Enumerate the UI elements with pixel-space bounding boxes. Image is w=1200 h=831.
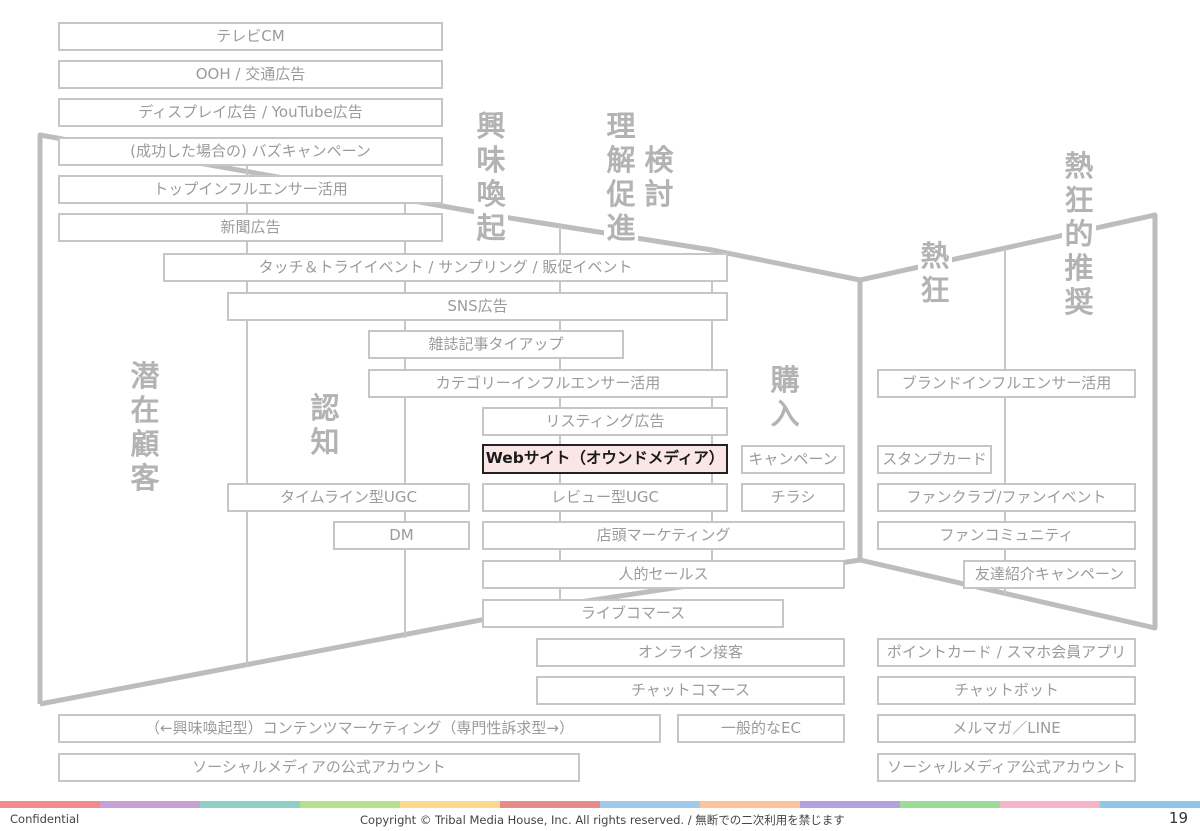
stage-char: 喚	[476, 177, 506, 211]
box-store-marketing: 店頭マーケティング	[482, 521, 845, 550]
strip-segment	[800, 801, 900, 808]
stage-char: 解	[606, 143, 636, 177]
box-general-ec: 一般的なEC	[677, 714, 845, 743]
footer-confidential: Confidential	[10, 812, 80, 826]
strip-segment	[900, 801, 1000, 808]
stage-char: 熱	[1064, 149, 1094, 183]
box-point-card-app: ポイントカード / スマホ会員アプリ	[877, 638, 1136, 667]
strip-segment	[0, 801, 100, 808]
stage-char: 推	[1064, 251, 1094, 285]
strip-segment	[700, 801, 800, 808]
footer-copyright: Copyright © Tribal Media House, Inc. All…	[360, 813, 845, 827]
stage-char: 購	[770, 363, 800, 397]
stage-char: 味	[476, 143, 506, 177]
box-buzz-campaign: (成功した場合の) バズキャンペーン	[58, 137, 443, 166]
stage-char: 狂	[920, 273, 950, 307]
box-fanclub-event: ファンクラブ/ファンイベント	[877, 483, 1136, 512]
box-referral-campaign: 友達紹介キャンペーン	[963, 560, 1136, 589]
box-chatbot: チャットボット	[877, 676, 1136, 705]
stage-char: 顧	[130, 427, 160, 461]
stage-label-consideration: 検 討	[642, 142, 676, 212]
stage-char: 検	[644, 143, 674, 177]
stage-label-interest: 興 味 喚 起	[474, 108, 508, 246]
box-stamp-card: スタンプカード	[877, 445, 992, 474]
box-magazine-tieup: 雑誌記事タイアップ	[368, 330, 624, 359]
box-touch-try-event: タッチ＆トライイベント / サンプリング / 販促イベント	[163, 253, 728, 282]
box-sns-ad: SNS広告	[227, 292, 728, 321]
box-category-influencer: カテゴリーインフルエンサー活用	[368, 369, 728, 398]
stage-label-latent: 潜 在 顧 客	[128, 358, 162, 496]
box-display-ad: ディスプレイ広告 / YouTube広告	[58, 98, 443, 127]
box-personal-sales: 人的セールス	[482, 560, 845, 589]
stage-label-advocacy: 熱 狂 的 推 奨	[1062, 148, 1096, 320]
footer-color-strip	[0, 801, 1200, 808]
stage-char: 進	[606, 211, 636, 245]
stage-char: 的	[1064, 217, 1094, 251]
stage-char: 討	[644, 177, 674, 211]
stage-char: 促	[606, 177, 636, 211]
strip-segment	[1100, 801, 1200, 808]
stage-label-understanding: 理 解 促 進	[604, 108, 638, 246]
stage-char: 狂	[1064, 183, 1094, 217]
box-social-official: ソーシャルメディアの公式アカウント	[58, 753, 580, 782]
stage-char: 客	[130, 461, 160, 495]
strip-segment	[400, 801, 500, 808]
strip-segment	[200, 801, 300, 808]
box-newspaper-ad: 新聞広告	[58, 213, 443, 242]
box-live-commerce: ライブコマース	[482, 599, 784, 628]
box-chat-commerce: チャットコマース	[536, 676, 845, 705]
box-campaign: キャンペーン	[741, 445, 845, 474]
stage-char: 入	[770, 397, 800, 431]
strip-segment	[1000, 801, 1100, 808]
stage-label-awareness: 認 知	[308, 390, 342, 460]
box-fan-community: ファンコミュニティ	[877, 521, 1136, 550]
box-ooh: OOH / 交通広告	[58, 60, 443, 89]
strip-segment	[100, 801, 200, 808]
box-website-owned-media: Webサイト（オウンドメディア）	[482, 444, 728, 474]
stage-char: 認	[310, 391, 340, 425]
box-listing-ad: リスティング広告	[482, 407, 728, 436]
box-dm: DM	[333, 521, 470, 550]
stage-char: 在	[130, 393, 160, 427]
strip-segment	[300, 801, 400, 808]
box-flyer: チラシ	[741, 483, 845, 512]
box-online-service: オンライン接客	[536, 638, 845, 667]
box-tv-cm: テレビCM	[58, 22, 443, 51]
strip-segment	[500, 801, 600, 808]
stage-char: 奨	[1064, 285, 1094, 319]
box-timeline-ugc: タイムライン型UGC	[227, 483, 470, 512]
box-brand-influencer: ブランドインフルエンサー活用	[877, 369, 1136, 398]
stage-char: 潜	[130, 359, 160, 393]
stage-label-purchase: 購 入	[768, 362, 802, 432]
funnel-outline-right	[859, 212, 1158, 631]
box-social-official-2: ソーシャルメディア公式アカウント	[877, 753, 1136, 782]
box-mailmag-line: メルマガ／LINE	[877, 714, 1136, 743]
stage-char: 興	[476, 109, 506, 143]
box-content-marketing: （←興味喚起型）コンテンツマーケティング（専門性訴求型→）	[58, 714, 661, 743]
box-top-influencer: トップインフルエンサー活用	[58, 175, 443, 204]
stage-label-enthusiasm: 熱 狂	[918, 238, 952, 308]
stage-char: 熱	[920, 239, 950, 273]
stage-char: 起	[476, 211, 506, 245]
box-review-ugc: レビュー型UGC	[482, 483, 728, 512]
page-number: 19	[1168, 809, 1188, 827]
stage-char: 理	[606, 109, 636, 143]
stage-char: 知	[310, 425, 340, 459]
strip-segment	[600, 801, 700, 808]
